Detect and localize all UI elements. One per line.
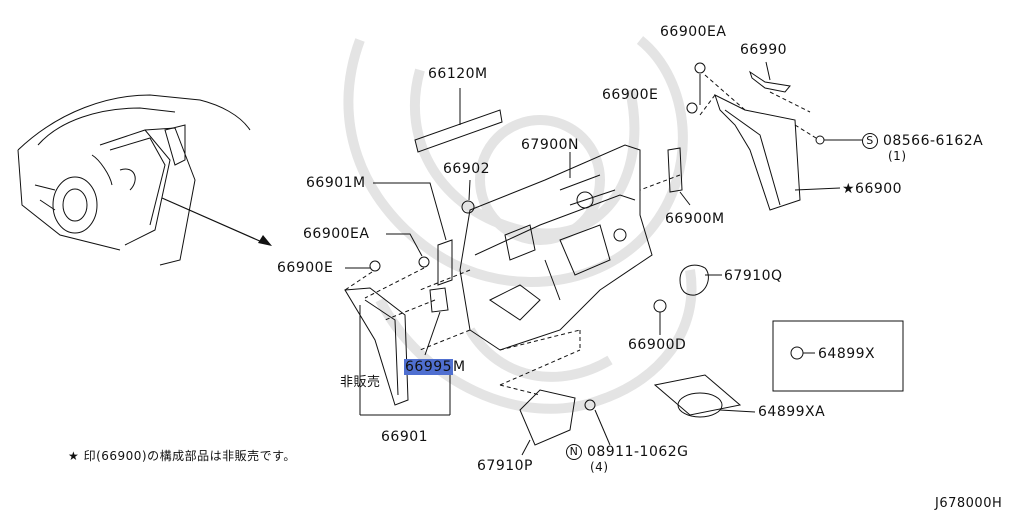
label-66900EA-left[interactable]: 66900EA [303,226,370,242]
assembly-lines-left [344,267,581,396]
part-67910Q-grommet [679,264,722,296]
label-66900M[interactable]: 66900M [665,211,725,227]
car-illustration [17,94,251,266]
assembly-lines-right [639,74,817,191]
label-67910P[interactable]: 67910P [477,458,533,474]
label-66900EA-top[interactable]: 66900EA [660,24,727,40]
bolt-type-circle: S [862,133,878,149]
label-64899XA[interactable]: 64899XA [758,404,826,420]
part-66900M-bracket [667,147,691,206]
label-66995M-highlight[interactable]: 66995 [404,359,454,375]
part-66902-clip [461,179,475,214]
label-08911-qty: (4) [590,460,609,474]
label-66900E-left[interactable]: 66900E [277,260,334,276]
label-66901M[interactable]: 66901M [306,175,366,191]
part-66901-trim [344,287,451,416]
footnote: ★ 印(66900)の構成部品は非販売です。 [68,449,296,463]
diagram-code: J678000H [935,496,1003,511]
label-66901[interactable]: 66901 [381,429,429,445]
part-67910P-plate [519,389,611,456]
label-08911-1062G[interactable]: N 08911-1062G [566,444,689,460]
label-64899X[interactable]: 64899X [818,346,876,362]
label-66995M-suffix: M [453,359,466,375]
label-67910Q[interactable]: 67910Q [724,268,783,284]
pointer-arrow [161,197,272,246]
label-66900E-top[interactable]: 66900E [602,87,659,103]
part-66901M-strip [373,182,453,286]
part-66900D-clip [653,299,667,335]
label-66900D[interactable]: 66900D [628,337,687,353]
part-64899XA-pad [653,374,756,418]
part-number-08911: 08911-1062G [586,444,689,460]
label-66902[interactable]: 66902 [443,161,491,177]
part-66120M-strip [414,88,503,153]
label-not-sold: 非販売 [340,375,381,390]
label-67900N[interactable]: 67900N [521,137,580,153]
label-08566-qty: (1) [888,149,907,163]
label-66900-star[interactable]: ★66900 [842,181,903,197]
part-64899X-box [772,320,904,392]
clips-left [345,233,449,356]
nut-type-circle: N [566,444,582,460]
part-67900N-dash-panel [459,144,653,351]
part-66900-cover [686,61,862,211]
label-66990[interactable]: 66990 [740,42,788,58]
part-number-08566: 08566-6162A [882,133,984,149]
label-66995M[interactable]: 66995M [404,359,466,375]
label-08566-6162A[interactable]: S 08566-6162A [862,133,983,149]
label-66120M[interactable]: 66120M [428,66,488,82]
